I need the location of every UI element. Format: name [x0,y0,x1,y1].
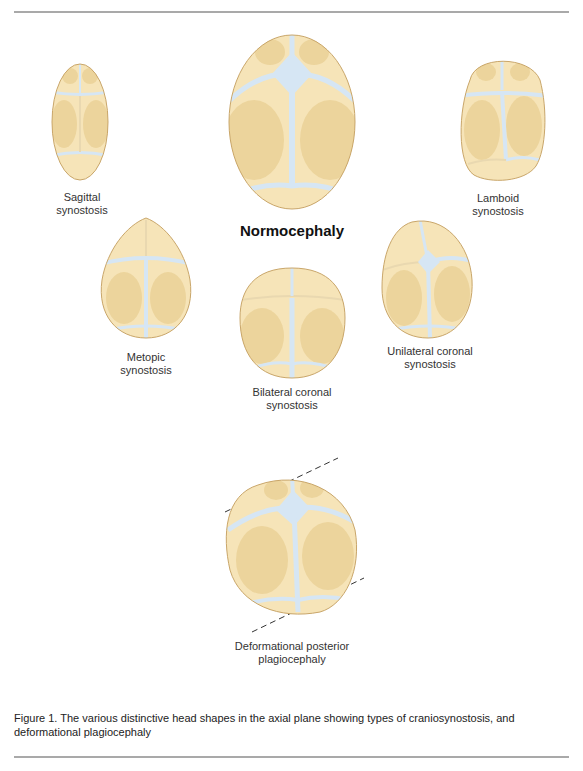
bilateral-coronal-head [240,268,345,378]
sagittal-head [50,64,110,180]
top-rule [14,11,569,12]
shape-label: Deformational posterior plagiocephaly [217,640,367,666]
unilateral-coronal-head [382,220,474,338]
shape-label: Lamboid synostosis [453,192,543,218]
metopic-head [100,218,192,338]
figure-caption: Figure 1. The various distinctive head s… [14,711,569,739]
figure-heading: Normocephaly [227,222,357,240]
deformational-head [225,458,364,632]
bottom-rule [14,756,569,757]
normocephaly-head [224,30,360,209]
lamboid-head [460,60,548,180]
shape-label: Metopic synostosis [101,351,191,377]
shape-label: Bilateral coronal synostosis [237,386,347,412]
shape-label: Unilateral coronal synostosis [375,345,485,371]
shape-label: Sagittal synostosis [37,191,127,217]
